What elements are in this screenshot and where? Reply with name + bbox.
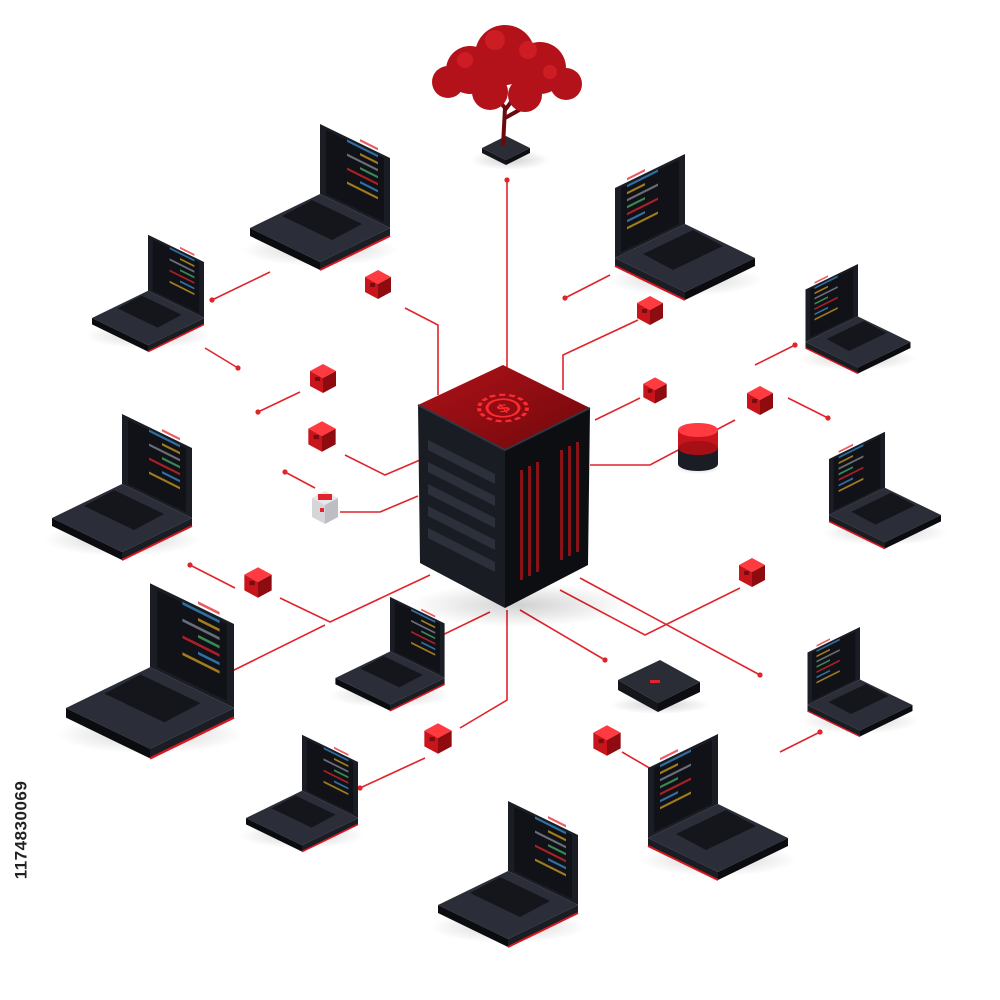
connector-line xyxy=(211,271,271,301)
cube-node xyxy=(747,386,773,415)
laptop-icon xyxy=(242,124,398,271)
connector-line xyxy=(404,307,439,395)
laptop-icon xyxy=(329,596,451,712)
database-node xyxy=(674,423,722,474)
connector-line xyxy=(779,731,821,753)
tree-icon xyxy=(432,25,582,170)
server-hub: $ xyxy=(410,365,630,627)
connector-line xyxy=(217,624,326,679)
connector-line xyxy=(204,347,239,369)
connector-line xyxy=(754,344,796,366)
cubes xyxy=(244,270,773,756)
cube-node xyxy=(739,558,765,587)
cube-node xyxy=(244,567,272,598)
laptop-icon xyxy=(822,431,948,550)
cube-node xyxy=(424,723,452,754)
connector-line xyxy=(284,471,316,489)
cube-node xyxy=(593,725,621,756)
laptop-icon xyxy=(44,414,200,561)
cube-node xyxy=(308,421,336,452)
laptop-icon xyxy=(430,801,586,948)
cube-node xyxy=(637,296,663,325)
laptop-icon xyxy=(239,734,365,853)
connector-lines xyxy=(189,180,829,789)
cube-node xyxy=(643,377,667,404)
laptops xyxy=(44,124,948,948)
connector-line xyxy=(189,564,236,589)
laptop-icon xyxy=(799,264,917,375)
connector-line xyxy=(344,454,421,476)
connector-line xyxy=(594,397,641,421)
router-box xyxy=(610,660,710,714)
connector-line xyxy=(787,397,829,419)
laptop-icon xyxy=(607,154,763,301)
connector-line xyxy=(257,391,301,413)
cube-node xyxy=(310,364,336,393)
laptop-icon xyxy=(56,583,244,760)
connector-line xyxy=(562,319,639,390)
stock-id-text: 1174830069 xyxy=(11,780,31,880)
laptop-icon xyxy=(85,234,211,353)
laptop-icon xyxy=(640,734,796,881)
connector-line xyxy=(459,610,508,729)
stock-id-label: 1174830069 xyxy=(6,760,36,900)
connector-line xyxy=(279,574,431,623)
cube-node xyxy=(365,270,391,299)
connector-line xyxy=(359,757,426,789)
laptop-icon xyxy=(801,627,919,738)
connector-line xyxy=(340,495,419,513)
connector-line xyxy=(564,274,611,299)
open-box-node xyxy=(312,491,338,524)
